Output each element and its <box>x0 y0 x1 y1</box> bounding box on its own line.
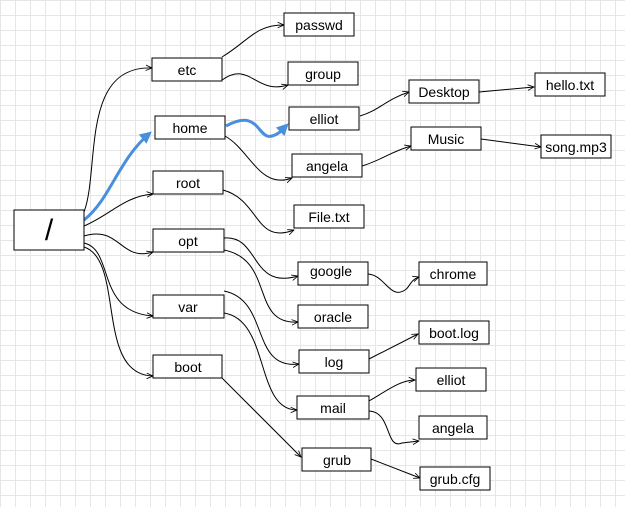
node-label: song.mp3 <box>545 139 607 155</box>
node-passwd[interactable]: passwd <box>283 12 355 37</box>
edge-boot-grub <box>221 377 301 457</box>
node-oracle[interactable]: oracle <box>297 304 369 329</box>
edge-grub-grubcfg <box>370 458 420 478</box>
node-label: chrome <box>430 266 477 282</box>
node-label: oracle <box>314 309 352 325</box>
edge-angela-music <box>361 146 411 167</box>
node-boot[interactable]: boot <box>152 354 223 379</box>
node-elliot[interactable]: elliot <box>288 106 360 131</box>
node-mail-angela[interactable]: angela <box>418 415 488 440</box>
node-label: / <box>45 214 54 247</box>
node-label: grub.cfg <box>430 471 481 487</box>
edges <box>83 25 541 478</box>
node-boot-log[interactable]: boot.log <box>418 320 490 345</box>
node-google[interactable]: google <box>297 261 369 286</box>
node-label: var <box>178 299 198 315</box>
edge-root-opt <box>83 233 153 254</box>
edge-var-mail <box>223 312 297 410</box>
edge-opt-google <box>223 237 298 278</box>
node-label: Desktop <box>418 84 470 100</box>
edge-opt-oracle <box>223 249 298 322</box>
node-label: hello.txt <box>546 77 594 93</box>
edge-root-var <box>83 242 153 316</box>
highlight-edge-home-elliot <box>225 118 289 138</box>
node-group[interactable]: group <box>287 61 359 86</box>
node-hello-txt[interactable]: hello.txt <box>534 72 606 97</box>
node-label: Music <box>428 131 465 147</box>
node-chrome[interactable]: chrome <box>418 261 488 286</box>
node-label: File.txt <box>308 209 349 225</box>
edge-music-song <box>480 138 541 147</box>
node-label: angela <box>306 158 348 174</box>
node-file-txt[interactable]: File.txt <box>293 204 365 229</box>
node-label: root <box>176 175 200 191</box>
edge-etc-passwd <box>221 25 284 58</box>
node-root-directory[interactable]: / <box>13 209 85 251</box>
edge-root-root <box>83 194 153 227</box>
node-grub-cfg[interactable]: grub.cfg <box>419 466 491 491</box>
edge-var-log <box>223 290 299 364</box>
node-label: etc <box>178 62 197 78</box>
node-desktop[interactable]: Desktop <box>408 79 480 104</box>
node-log[interactable]: log <box>298 349 370 374</box>
node-label: boot.log <box>429 325 479 341</box>
node-label: passwd <box>295 17 342 33</box>
node-var[interactable]: var <box>152 294 225 319</box>
node-home[interactable]: home <box>154 115 226 140</box>
node-label: group <box>305 66 341 82</box>
node-label: google <box>310 263 352 279</box>
edge-log-bootlog <box>368 334 418 360</box>
node-label: mail <box>320 400 346 416</box>
node-opt[interactable]: opt <box>152 228 225 253</box>
node-label: boot <box>174 359 201 375</box>
node-grub[interactable]: grub <box>301 447 372 472</box>
edge-root-dir-file <box>222 189 294 233</box>
edge-elliot-desktop <box>359 92 409 117</box>
edge-desktop-hello <box>478 87 534 93</box>
node-etc[interactable]: etc <box>151 57 223 82</box>
node-root-dir[interactable]: root <box>152 170 224 195</box>
edge-mail-elliot <box>368 380 415 402</box>
edge-google-chrome <box>367 273 419 293</box>
node-mail[interactable]: mail <box>296 395 370 420</box>
node-label: log <box>325 354 344 370</box>
edge-root-boot <box>83 246 153 376</box>
node-mail-elliot[interactable]: elliot <box>415 367 487 392</box>
node-label: elliot <box>310 111 339 127</box>
edge-etc-group <box>221 73 288 87</box>
node-label: angela <box>432 420 474 436</box>
node-label: elliot <box>437 372 466 388</box>
edge-root-etc <box>83 68 152 213</box>
nodes: / etc home root opt var boot passwd <box>13 12 612 491</box>
edge-mail-angela <box>368 410 419 444</box>
node-song-mp3[interactable]: song.mp3 <box>540 134 612 159</box>
node-angela[interactable]: angela <box>291 153 363 178</box>
node-label: grub <box>323 452 351 468</box>
edge-home-angela <box>224 135 292 180</box>
node-label: home <box>172 120 207 136</box>
highlight-edge-root-home <box>83 131 152 222</box>
node-music[interactable]: Music <box>410 126 482 151</box>
node-label: opt <box>178 233 198 249</box>
